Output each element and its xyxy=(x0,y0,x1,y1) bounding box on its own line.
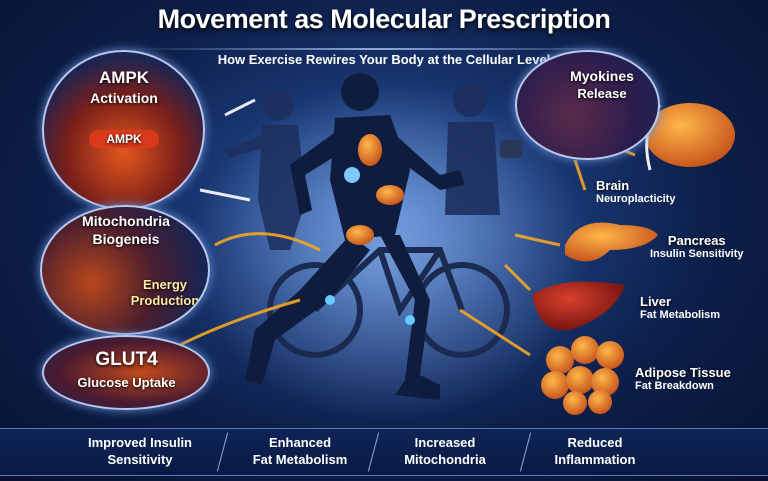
liver-icon xyxy=(532,281,625,331)
organ-brain: Brain Neuroplacticity xyxy=(596,178,675,205)
benefit-line: Reduced xyxy=(567,435,623,450)
organ-effect: Neuroplacticity xyxy=(596,193,676,205)
myokines-subtitle: Release xyxy=(577,86,627,101)
benefit-line: Inflammation xyxy=(554,452,636,467)
production-label: Production xyxy=(130,293,200,308)
myokines-title: Myokines xyxy=(570,68,634,84)
glut4-panel: GLUT4 Glucose Uptake xyxy=(42,335,210,410)
glow-organs-in-body xyxy=(325,134,415,325)
page-title: Movement as Molecular Prescription xyxy=(157,4,611,34)
organ-effect: Insulin Sensitivity xyxy=(650,248,744,260)
organ-adipose: Adipose Tissue Fat Breakdown xyxy=(635,365,731,392)
organ-name: Brain xyxy=(596,178,630,193)
organ-name: Pancreas xyxy=(667,233,726,248)
benefit-line: Increased xyxy=(414,435,476,450)
woman-silhouette xyxy=(225,89,306,250)
page-subtitle: How Exercise Rewires Your Body at the Ce… xyxy=(217,52,551,67)
glut4-subtitle: Glucose Uptake xyxy=(77,375,176,390)
ampk-subtitle: Activation xyxy=(90,90,158,106)
adipose-icon xyxy=(541,336,624,415)
glut4-title: GLUT4 xyxy=(95,349,158,370)
title-divider xyxy=(128,48,628,50)
organ-effect: Fat Breakdown xyxy=(635,380,714,392)
benefit-line: Fat Metabolism xyxy=(252,452,348,467)
myokines-panel: Myokines Release xyxy=(515,50,660,160)
organ-pancreas: Pancreas Insulin Sensitivity xyxy=(650,233,744,260)
benefit-line: Mitochondria xyxy=(404,452,486,467)
mito-subtitle: Biogeneis xyxy=(92,231,160,247)
benefit-line: Improved Insulin xyxy=(87,435,192,450)
mitochondria-panel: Mitochondria Biogeneis Energy Production xyxy=(40,205,210,335)
pancreas-icon xyxy=(565,222,658,262)
benefit-line: Sensitivity xyxy=(107,452,173,467)
ampk-panel: AMPK Activation AMPK xyxy=(42,50,205,210)
man-dumbbell-silhouette xyxy=(445,83,522,215)
ampk-badge: AMPK xyxy=(89,130,159,148)
benefit-line: Enhanced xyxy=(268,435,332,450)
organ-name: Adipose Tissue xyxy=(635,365,731,380)
runner-silhouette xyxy=(245,73,465,400)
mito-title: Mitochondria xyxy=(82,213,170,229)
ampk-title: AMPK xyxy=(98,68,150,87)
organ-liver: Liver Fat Metabolism xyxy=(640,294,720,321)
energy-label: Energy xyxy=(142,277,188,292)
benefits-band xyxy=(0,428,768,476)
organ-effect: Fat Metabolism xyxy=(640,309,721,321)
organ-name: Liver xyxy=(640,294,672,309)
